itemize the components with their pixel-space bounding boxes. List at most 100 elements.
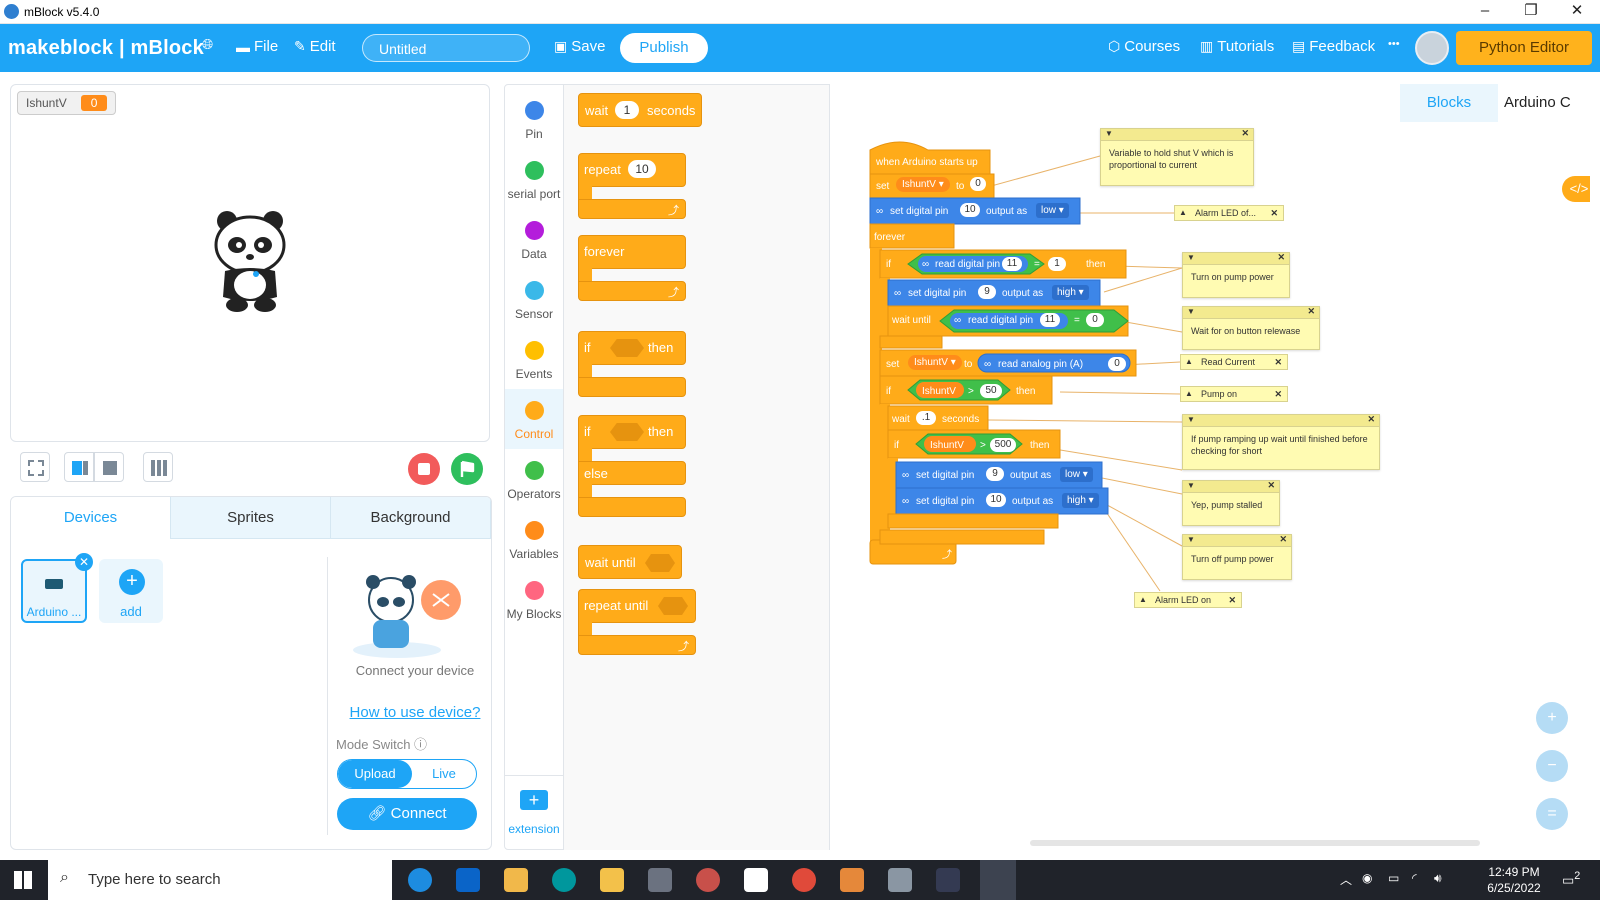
upload-mode-button[interactable]: Upload: [338, 760, 412, 788]
courses-link[interactable]: ⬡Courses: [1108, 38, 1181, 55]
comment-note[interactable]: ▼✕ Turn on pump power: [1182, 252, 1290, 298]
grid-view-button[interactable]: [143, 452, 173, 482]
comment-collapsed[interactable]: ▲Alarm LED of...✕: [1174, 205, 1284, 221]
level-dropdown[interactable]: high ▾: [1052, 285, 1089, 300]
expand-icon[interactable]: ▲: [1179, 208, 1187, 217]
boolean-slot[interactable]: [645, 554, 675, 572]
value-input[interactable]: 50: [980, 384, 1002, 398]
expand-icon[interactable]: ▲: [1139, 595, 1147, 604]
category-operators[interactable]: Operators: [505, 449, 563, 509]
boolean-slot[interactable]: [610, 423, 644, 441]
volume-icon[interactable]: 🔊︎: [1434, 871, 1442, 885]
value-input[interactable]: 1: [1048, 257, 1066, 271]
close-comment-icon[interactable]: ✕: [1279, 534, 1287, 544]
edit-menu[interactable]: ✎Edit: [294, 38, 336, 55]
large-stage-button[interactable]: [94, 452, 124, 482]
read-analog-pin-reporter[interactable]: [977, 353, 1131, 373]
collapse-icon[interactable]: ▼: [1187, 253, 1195, 262]
category-data[interactable]: Data: [505, 209, 563, 269]
collapse-icon[interactable]: ▼: [1187, 307, 1195, 316]
read-digital-pin-reporter[interactable]: [918, 256, 1028, 272]
collapse-icon[interactable]: ▼: [1187, 415, 1195, 424]
code-view-button[interactable]: </>: [1562, 176, 1590, 202]
close-window-button[interactable]: ✕: [1570, 2, 1584, 19]
add-device-button[interactable]: + add: [99, 559, 163, 623]
category-sensor[interactable]: Sensor: [505, 269, 563, 329]
remove-device-button[interactable]: ✕: [75, 553, 93, 571]
pin-input[interactable]: 9: [978, 285, 996, 299]
hat-block[interactable]: [869, 141, 991, 175]
comment-note[interactable]: ▼✕ Yep, pump stalled: [1182, 480, 1280, 526]
feedback-link[interactable]: ▤Feedback: [1292, 38, 1376, 55]
level-dropdown[interactable]: low ▾: [1036, 203, 1069, 218]
zoom-in-button[interactable]: +: [1536, 702, 1568, 734]
extension-button[interactable]: + extension: [505, 775, 563, 849]
connect-button[interactable]: 🔗︎ Connect: [337, 798, 477, 830]
read-digital-pin-reporter[interactable]: [950, 313, 1068, 329]
comment-note[interactable]: ▼✕ If pump ramping up wait until finishe…: [1182, 414, 1380, 470]
boolean-slot[interactable]: [658, 597, 688, 615]
minimize-button[interactable]: –: [1480, 2, 1490, 19]
device-manager-icon[interactable]: [888, 868, 912, 892]
tab-blocks[interactable]: Blocks: [1400, 84, 1498, 122]
webcam-icon[interactable]: ◉: [1362, 871, 1373, 885]
variable-reporter[interactable]: [916, 382, 964, 398]
chrome-icon[interactable]: [792, 868, 816, 892]
app-icon[interactable]: [936, 868, 960, 892]
arduino-ide-icon[interactable]: [552, 868, 576, 892]
comment-note[interactable]: ▼✕ Wait for on button relewase: [1182, 306, 1320, 350]
document-icon[interactable]: [744, 868, 768, 892]
folder-icon[interactable]: [600, 868, 624, 892]
value-input[interactable]: 500: [990, 438, 1016, 452]
category-control[interactable]: Control: [505, 389, 563, 449]
category-pin[interactable]: Pin: [505, 89, 563, 149]
value-input[interactable]: 0: [970, 177, 986, 191]
tab-sprites[interactable]: Sprites: [171, 497, 331, 539]
expand-icon[interactable]: ▲: [1185, 357, 1193, 366]
comment-collapsed[interactable]: ▲Pump on✕: [1180, 386, 1288, 402]
level-dropdown[interactable]: low ▾: [1060, 467, 1093, 482]
tab-background[interactable]: Background: [331, 497, 491, 539]
small-stage-button[interactable]: [64, 452, 94, 482]
wait-point1-block[interactable]: [887, 405, 989, 431]
windows-start-icon[interactable]: [14, 871, 32, 889]
file-menu[interactable]: ▬File: [236, 38, 279, 55]
variable-dropdown[interactable]: IshuntV ▾: [908, 355, 962, 370]
taskbar-search[interactable]: ⌕ Type here to search: [48, 860, 392, 900]
maximize-button[interactable]: ❐: [1524, 2, 1538, 19]
pin-input[interactable]: 11: [1002, 257, 1022, 271]
wait-seconds-input[interactable]: 1: [615, 101, 639, 119]
comment-collapsed[interactable]: ▲Alarm LED on✕: [1134, 592, 1242, 608]
publish-button[interactable]: Publish: [620, 33, 708, 63]
help-icon[interactable]: ⓘ: [414, 737, 428, 752]
close-comment-icon[interactable]: ✕: [1270, 208, 1278, 218]
close-comment-icon[interactable]: ✕: [1277, 252, 1285, 262]
live-mode-button[interactable]: Live: [432, 766, 456, 781]
variable-dropdown[interactable]: IshuntV ▾: [896, 177, 950, 192]
category-variables[interactable]: Variables: [505, 509, 563, 569]
collapse-icon[interactable]: ▼: [1105, 129, 1113, 138]
wait-seconds-block[interactable]: wait 1 seconds: [578, 93, 702, 127]
close-comment-icon[interactable]: ✕: [1274, 389, 1282, 399]
close-comment-icon[interactable]: ✕: [1228, 595, 1236, 605]
panda-sprite[interactable]: [211, 209, 291, 313]
comment-note[interactable]: ▼✕ Variable to hold shut V which is prop…: [1100, 128, 1254, 186]
horizontal-scrollbar[interactable]: [1030, 840, 1480, 846]
pin-input[interactable]: 10: [986, 493, 1006, 507]
close-comment-icon[interactable]: ✕: [1241, 128, 1249, 138]
edge-icon[interactable]: [408, 868, 432, 892]
tray-chevron-icon[interactable]: ︿: [1340, 873, 1353, 887]
calculator-icon[interactable]: [648, 868, 672, 892]
globe-icon[interactable]: 🌐︎: [202, 36, 214, 52]
zoom-out-button[interactable]: −: [1536, 750, 1568, 782]
pin-input[interactable]: 10: [960, 203, 980, 217]
media-icon[interactable]: [840, 868, 864, 892]
python-editor-button[interactable]: Python Editor: [1456, 31, 1592, 65]
battery-icon[interactable]: ▭: [1388, 871, 1400, 885]
zoom-reset-button[interactable]: =: [1536, 798, 1568, 830]
value-input[interactable]: 0: [1108, 357, 1126, 371]
taskbar-clock[interactable]: 12:49 PM 6/25/2022: [1487, 865, 1541, 895]
script-workspace[interactable]: Blocks Arduino C </>: [830, 84, 1590, 850]
save-button[interactable]: ▣Save: [554, 38, 606, 55]
more-menu[interactable]: •••: [1388, 38, 1400, 50]
